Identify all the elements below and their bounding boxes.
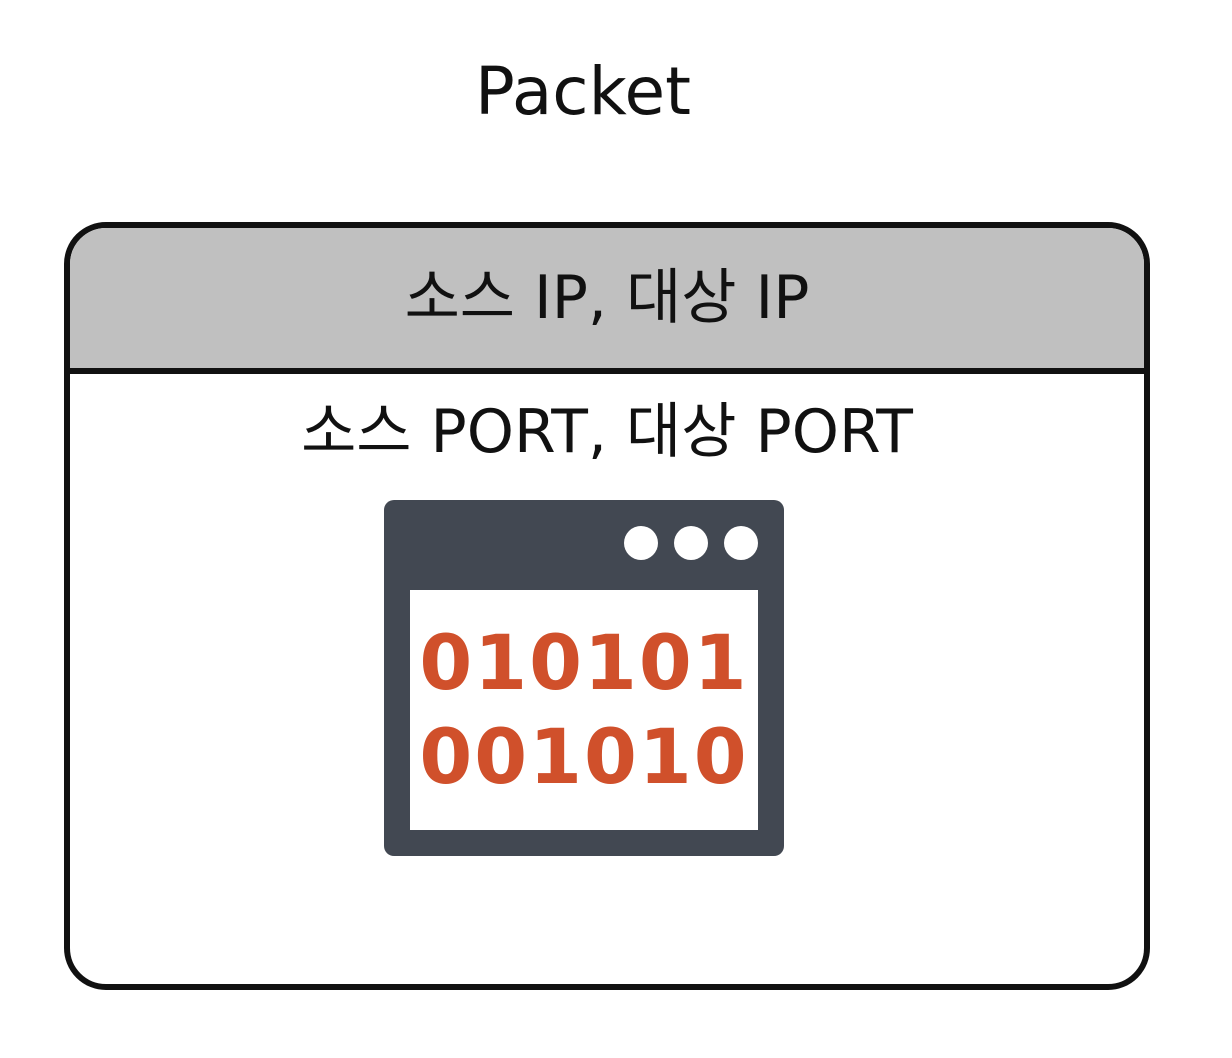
window-dot-icon bbox=[724, 526, 758, 560]
binary-window-icon: 010101 001010 bbox=[384, 500, 784, 856]
ip-header-section: 소스 IP, 대상 IP bbox=[70, 228, 1144, 374]
binary-data-line: 001010 bbox=[419, 712, 749, 801]
window-dot-icon bbox=[624, 526, 658, 560]
diagram-title: Packet bbox=[475, 53, 691, 130]
payload-content: 010101 001010 bbox=[410, 590, 758, 830]
binary-data-line: 010101 bbox=[419, 618, 749, 707]
ip-header-label: 소스 IP, 대상 IP bbox=[404, 263, 810, 333]
port-header-label: 소스 PORT, 대상 PORT bbox=[301, 397, 913, 467]
packet-box: 소스 IP, 대상 IP 소스 PORT, 대상 PORT 010101 001… bbox=[64, 222, 1150, 990]
window-dot-icon bbox=[674, 526, 708, 560]
